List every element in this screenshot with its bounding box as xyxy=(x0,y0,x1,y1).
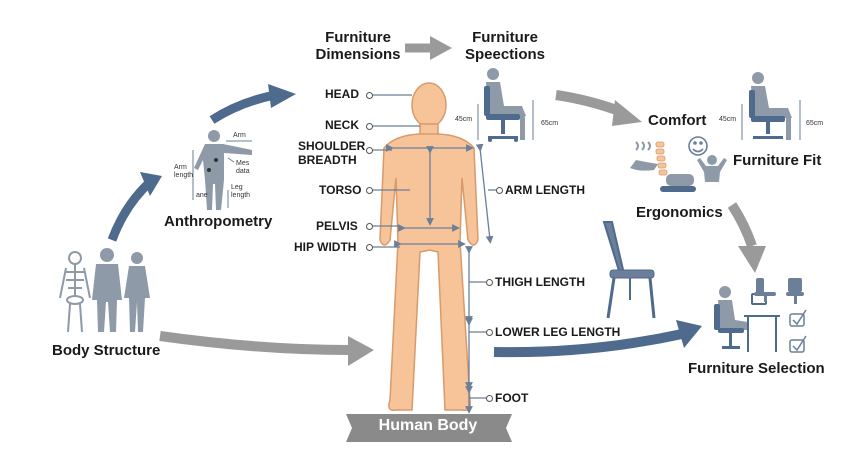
dot-lower-leg xyxy=(486,329,493,336)
office-chair-icon-2 xyxy=(786,278,804,304)
arrow-body-structure-to-human xyxy=(159,331,351,355)
hand-spine-icon xyxy=(630,141,658,171)
flow-arrows xyxy=(107,36,766,366)
skeleton-icon xyxy=(59,251,91,333)
spine-icon xyxy=(655,141,668,176)
human-body-banner xyxy=(346,414,512,442)
dot-shoulder xyxy=(366,147,373,154)
anthro-arm-label: Arm xyxy=(233,132,246,139)
furniture-selection-label: Furniture Selection xyxy=(688,360,825,377)
woman-silhouette-icon xyxy=(124,252,150,332)
anthropometry-figure xyxy=(192,130,252,210)
arm-length-label: ARM LENGTH xyxy=(505,183,585,197)
furniture-fit-chair-figure xyxy=(741,72,801,140)
hip-width-label: HIP WIDTH xyxy=(294,240,357,254)
anthro-arm-length-line1: Arm xyxy=(174,164,187,171)
dot-head xyxy=(366,92,373,99)
furniture-fit-label: Furniture Fit xyxy=(733,152,822,169)
fit-65cm-label: 65cm xyxy=(806,120,824,127)
dot-arm-length xyxy=(496,187,503,194)
dot-pelvis xyxy=(366,223,373,230)
anthro-ane-label: ane xyxy=(196,192,208,199)
dot-foot xyxy=(486,395,493,402)
arrow-speections-to-comfort xyxy=(555,90,624,117)
checkbox-icon-2 xyxy=(789,335,807,353)
speections-45cm-label: 45cm xyxy=(455,116,473,123)
man-silhouette-icon xyxy=(92,248,122,332)
furniture-dimensions-line1: Furniture xyxy=(325,29,391,46)
shoulder-breadth-line2: BREADTH xyxy=(298,152,357,167)
arrow-human-to-selection xyxy=(493,329,684,358)
foot-label: FOOT xyxy=(495,391,529,405)
ergonomics-label: Ergonomics xyxy=(636,204,723,221)
pelvis-label: PELVIS xyxy=(316,219,358,233)
furniture-selection-figure xyxy=(714,278,807,353)
human-body-banner-label: Human Body xyxy=(378,417,478,434)
thigh-length-label: THIGH LENGTH xyxy=(495,275,585,289)
arrow-body-to-anthro xyxy=(107,178,154,242)
body-structure-label: Body Structure xyxy=(52,342,161,359)
dot-thigh xyxy=(486,279,493,286)
anthro-arm-length-label: Arm length xyxy=(174,164,193,180)
shoulder-breadth-line1: SHOULDER xyxy=(298,139,366,153)
speections-65cm-label: 65cm xyxy=(541,120,559,127)
speections-chair-figure xyxy=(477,68,534,142)
anthro-arm-length-line2: length xyxy=(174,172,194,180)
anthro-leg-length-label: Leg length xyxy=(231,184,250,200)
anthro-leg-length-line2: length xyxy=(231,192,251,200)
furniture-dimensions-line2: Dimensions xyxy=(315,46,401,64)
neck-label: NECK xyxy=(325,118,360,132)
furniture-speections-line2: Speections xyxy=(464,46,546,64)
body-structure-figures xyxy=(59,248,150,333)
anthro-mes-data-line2: data xyxy=(236,168,250,176)
torso-label: TORSO xyxy=(319,183,362,197)
cushion-icon xyxy=(660,174,696,192)
furniture-dimensions-label: Furniture Dimensions xyxy=(310,29,406,64)
anthro-mes-data-label: Mes data xyxy=(236,160,250,176)
dot-torso xyxy=(366,187,373,194)
dot-hip xyxy=(366,244,373,251)
happy-person-icon xyxy=(697,155,727,182)
arrow-anthro-to-dimensions xyxy=(209,90,276,124)
arrow-ergonomics-to-selection xyxy=(727,202,757,248)
lower-leg-length-label: LOWER LEG LENGTH xyxy=(495,325,621,339)
side-chair-icon xyxy=(602,221,656,319)
shoulder-breadth-label: SHOULDER BREADTH xyxy=(298,139,366,168)
fit-45cm-label: 45cm xyxy=(719,116,737,123)
anthro-leg-length-line1: Leg xyxy=(231,184,243,191)
furniture-speections-line1: Furniture xyxy=(472,29,538,46)
head-label: HEAD xyxy=(325,87,360,101)
anthro-mes-data-line1: Mes xyxy=(236,160,250,167)
office-chair-icon-1 xyxy=(754,278,776,302)
anthropometry-label: Anthropometry xyxy=(164,213,273,230)
dot-neck xyxy=(366,123,373,130)
comfort-label: Comfort xyxy=(648,112,707,129)
furniture-speections-label: Furniture Speections xyxy=(455,29,555,64)
checkbox-icon-1 xyxy=(789,309,807,327)
smiley-icon xyxy=(688,136,708,156)
human-body-figure xyxy=(379,82,479,412)
ergonomics-icons xyxy=(630,136,727,192)
